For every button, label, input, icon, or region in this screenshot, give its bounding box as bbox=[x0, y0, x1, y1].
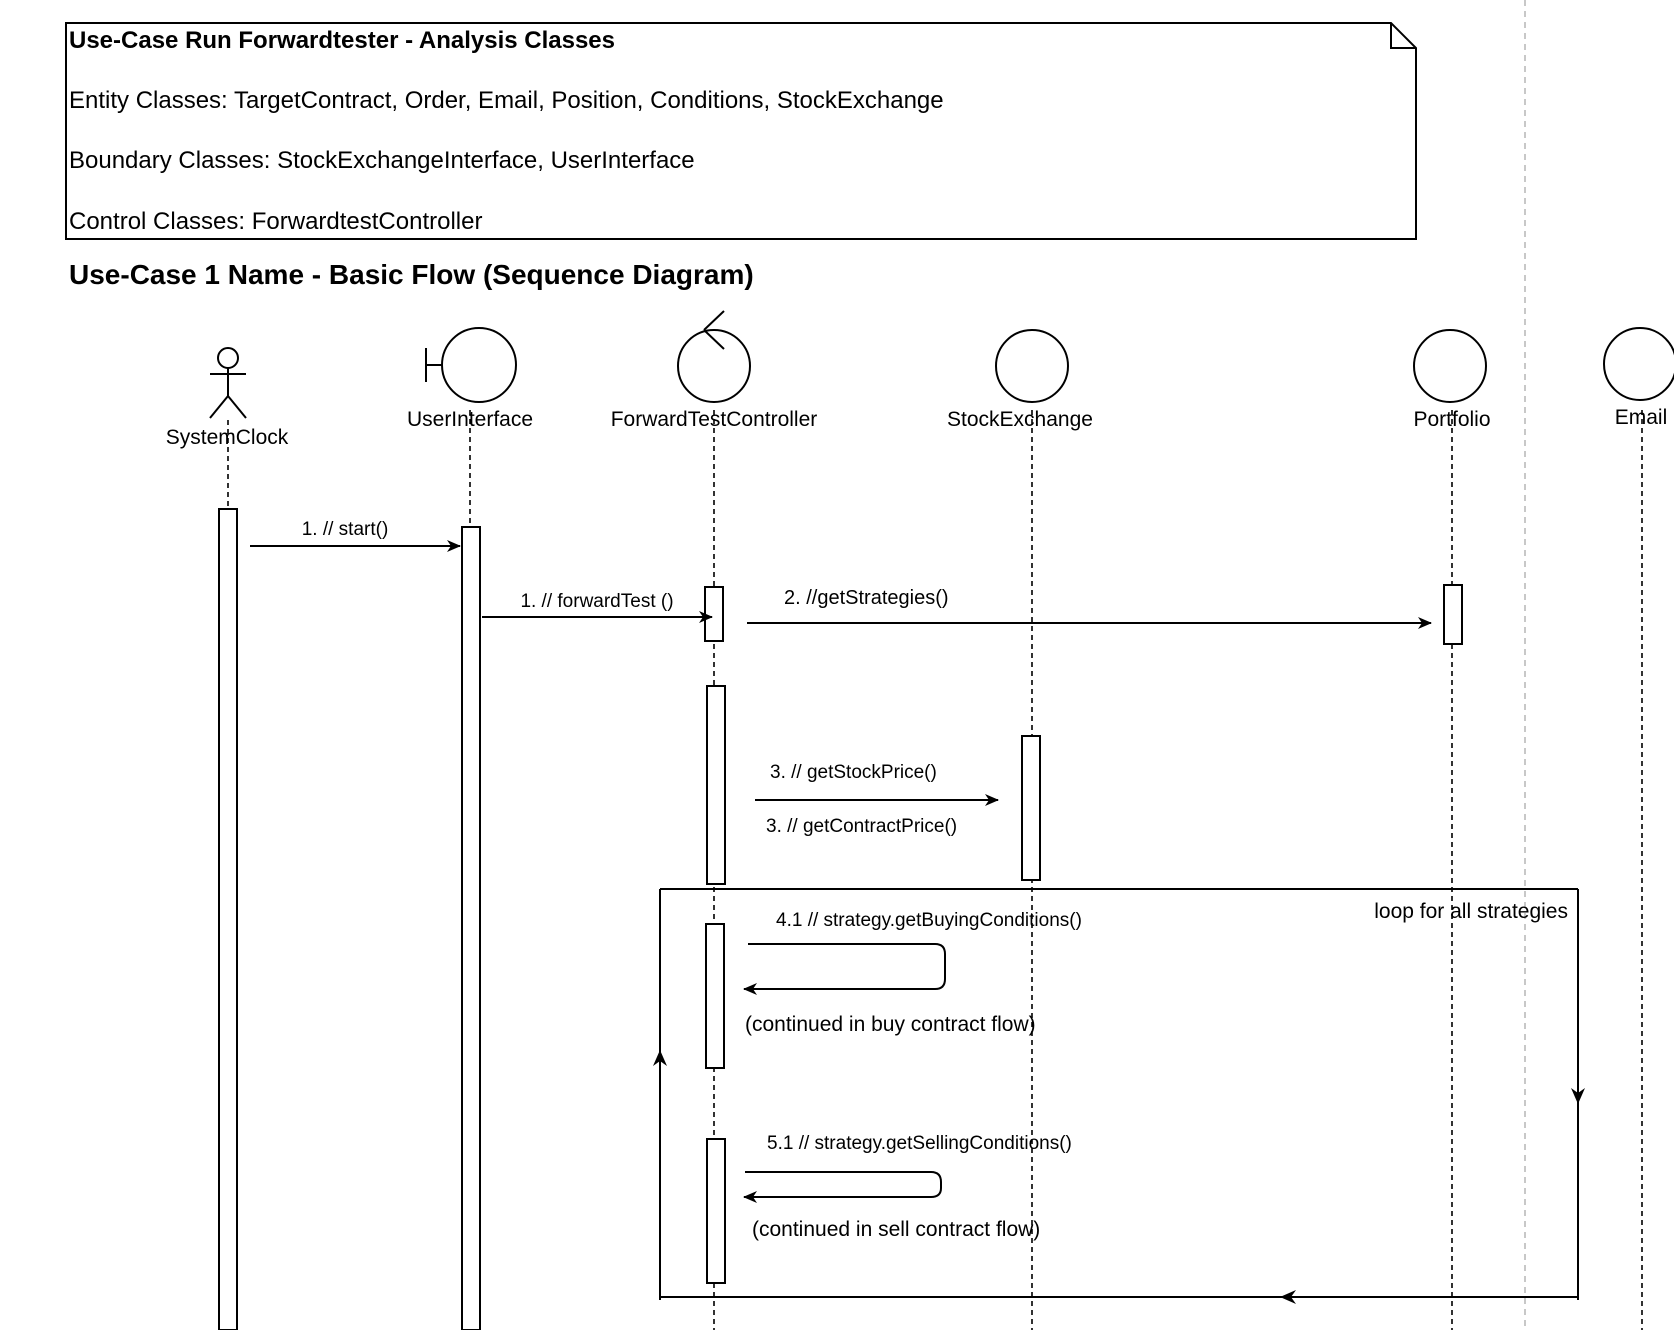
portfolio-label: Portfolio bbox=[1413, 408, 1490, 431]
email-entity[interactable]: Email bbox=[1603, 327, 1674, 429]
analysis-classes-note[interactable]: Use-Case Run Forwardtester - Analysis Cl… bbox=[65, 22, 1417, 240]
message-label: 4.1 // strategy.getBuyingConditions() bbox=[776, 910, 1082, 931]
entity-icon bbox=[995, 329, 1069, 403]
message-get-selling-conditions[interactable]: 5.1 // strategy.getSellingConditions() bbox=[743, 1133, 1072, 1203]
note-entity-classes: Entity Classes: TargetContract, Order, E… bbox=[69, 87, 944, 114]
diagram-heading: Use-Case 1 Name - Basic Flow (Sequence D… bbox=[69, 259, 754, 290]
loop-down-arrow bbox=[1571, 1088, 1585, 1104]
message-label: 3. // getStockPrice() bbox=[770, 762, 937, 783]
entity-icon bbox=[1413, 329, 1487, 403]
message-label: 1. // forwardTest () bbox=[520, 591, 673, 612]
boundary-icon bbox=[425, 327, 517, 403]
note-title: Use-Case Run Forwardtester - Analysis Cl… bbox=[69, 27, 615, 54]
message-label: 5.1 // strategy.getSellingConditions() bbox=[767, 1133, 1072, 1154]
message-get-strategies[interactable]: 2. //getStrategies() bbox=[747, 587, 1432, 629]
note-boundary-classes: Boundary Classes: StockExchangeInterface… bbox=[69, 147, 695, 174]
systemclock-label: SystemClock bbox=[166, 426, 289, 449]
stockexchange-label: StockExchange bbox=[947, 408, 1093, 431]
email-label: Email bbox=[1615, 406, 1668, 429]
arrow bbox=[743, 1171, 942, 1203]
message-get-stock-price[interactable]: 3. // getStockPrice() bbox=[755, 762, 999, 806]
controller-control[interactable]: ForwardTestController bbox=[611, 310, 818, 431]
message-start[interactable]: 1. // start() bbox=[250, 519, 461, 552]
controller-activation-1[interactable] bbox=[704, 586, 724, 642]
message-label: 1. // start() bbox=[302, 519, 389, 540]
actor-icon bbox=[209, 347, 247, 419]
portfolio-entity[interactable]: Portfolio bbox=[1413, 329, 1491, 431]
controller-activation-2[interactable] bbox=[706, 685, 726, 885]
message-get-contract-price-label: 3. // getContractPrice() bbox=[766, 816, 957, 837]
control-icon bbox=[677, 310, 751, 403]
sell-flow-note: (continued in sell contract flow) bbox=[752, 1218, 1040, 1241]
loop-up-arrow bbox=[653, 1050, 667, 1066]
message-get-buying-conditions[interactable]: 4.1 // strategy.getBuyingConditions() bbox=[743, 910, 1082, 995]
stockexchange-entity[interactable]: StockExchange bbox=[947, 329, 1093, 431]
controller-label: ForwardTestController bbox=[611, 408, 818, 431]
userinterface-label: UserInterface bbox=[407, 408, 533, 431]
loop-left-arrow bbox=[1280, 1290, 1296, 1304]
controller-activation-3[interactable] bbox=[705, 923, 725, 1069]
userinterface-activation[interactable] bbox=[461, 526, 481, 1330]
arrow bbox=[743, 943, 946, 995]
systemclock-actor[interactable]: SystemClock bbox=[166, 347, 289, 449]
userinterface-boundary[interactable]: UserInterface bbox=[407, 327, 533, 431]
portfolio-activation[interactable] bbox=[1443, 584, 1463, 645]
buy-flow-note: (continued in buy contract flow) bbox=[745, 1013, 1036, 1036]
systemclock-activation[interactable] bbox=[218, 508, 238, 1330]
entity-icon bbox=[1603, 327, 1674, 401]
stockexchange-activation[interactable] bbox=[1021, 735, 1041, 881]
message-label: 2. //getStrategies() bbox=[784, 587, 949, 609]
message-forward-test[interactable]: 1. // forwardTest () bbox=[482, 591, 713, 623]
note-control-classes: Control Classes: ForwardtestController bbox=[69, 208, 482, 235]
loop-frame[interactable]: loop for all strategies bbox=[653, 888, 1585, 1304]
controller-activation-4[interactable] bbox=[706, 1138, 726, 1284]
loop-label: loop for all strategies bbox=[1374, 900, 1568, 923]
